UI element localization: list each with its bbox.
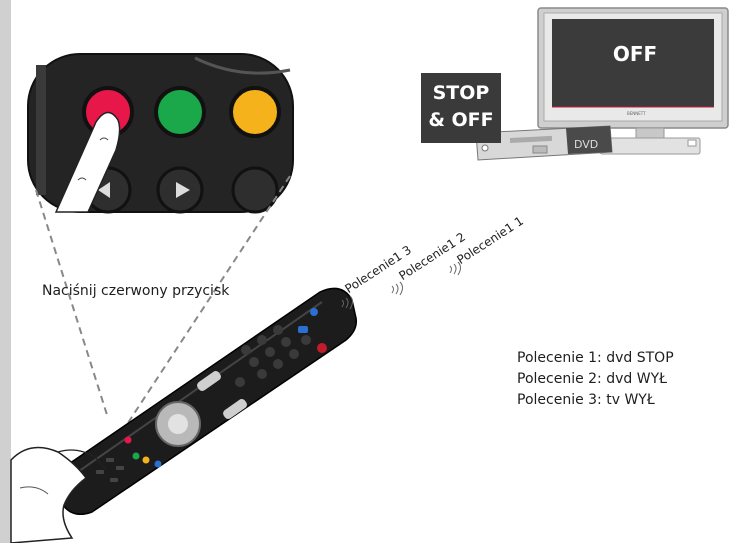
signal-waves <box>341 261 461 310</box>
zoom-green-button <box>154 86 206 138</box>
command-list: Polecenie 1: dvd STOP Polecenie 2: dvd W… <box>517 348 674 411</box>
command-item-1: Polecenie 1: dvd STOP <box>517 350 674 366</box>
tv-brand-label: BENNETT <box>627 111 646 116</box>
tv-screen-text: OFF <box>612 42 658 66</box>
remote-control <box>59 287 358 515</box>
zoom-guide-lines <box>35 175 291 433</box>
stop-badge-line2: & OFF <box>428 109 494 131</box>
stop-off-badge: STOP & OFF <box>421 73 501 143</box>
dvd-player <box>475 125 613 161</box>
zoom-yellow-button <box>229 86 281 138</box>
button-zoom-panel <box>27 53 294 214</box>
stop-badge-line1: STOP <box>432 82 490 104</box>
left-edge-strip <box>0 0 11 543</box>
hand-icon <box>10 446 107 543</box>
tv-set <box>537 7 729 155</box>
dvd-label: DVD <box>574 138 599 151</box>
command-item-2: Polecenie 2: dvd WYŁ <box>517 371 667 387</box>
command-item-3: Polecenie 3: tv WYŁ <box>517 392 655 408</box>
instruction-caption: Naciśnij czerwony przycisk <box>42 283 230 299</box>
finger-icon <box>54 111 121 213</box>
